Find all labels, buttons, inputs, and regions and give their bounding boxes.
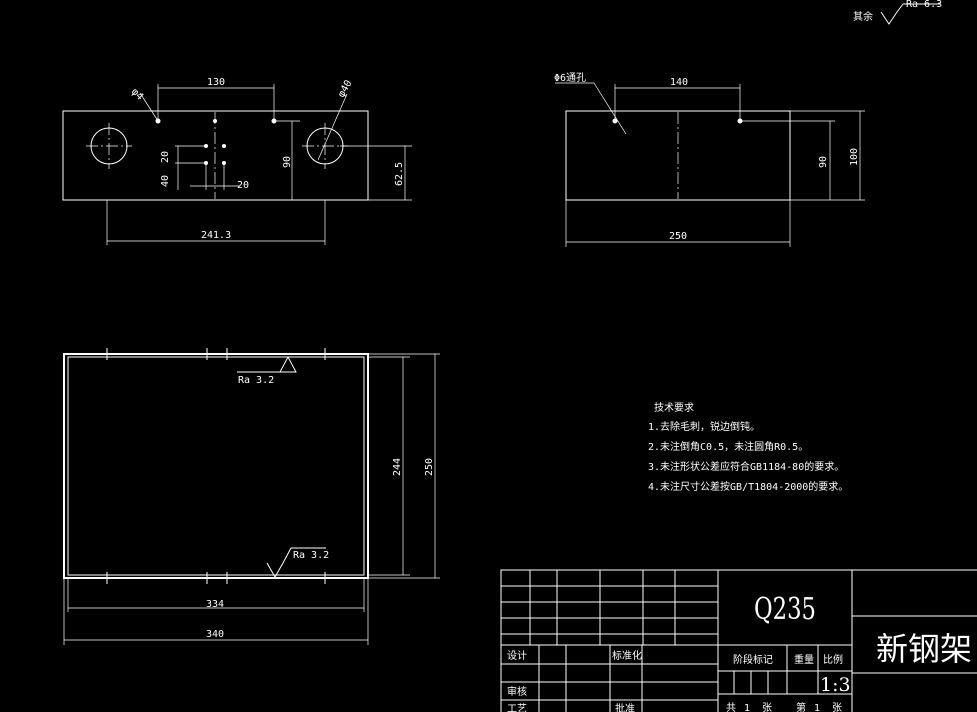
dim-40: 40 [160, 175, 171, 187]
default-roughness-value: Ra 6.3 [906, 0, 942, 10]
label-stage-mark: 阶段标记 [733, 653, 773, 666]
label-phi4: φ4 [129, 86, 145, 102]
total-count: 1 [744, 703, 750, 712]
label-process: 工艺 [507, 703, 527, 712]
roughness-symbol-icon [279, 355, 297, 373]
note-item-1: 1.去除毛刺，锐边倒钝。 [648, 420, 760, 433]
label-weight: 重量 [794, 653, 814, 666]
dim-140: 140 [670, 77, 688, 88]
label-design: 设计 [507, 649, 527, 662]
label-phi40: φ40 [336, 78, 355, 99]
roughness-symbol-icon [880, 3, 904, 25]
label-review: 审核 [507, 685, 527, 698]
part-outline [63, 353, 369, 579]
label-standardize: 标准化 [612, 649, 642, 662]
total-prefix: 共 [726, 702, 736, 712]
page-prefix: 第 [796, 701, 806, 712]
technical-notes: 技术要求 1.去除毛刺，锐边倒钝。 2.未注倒角C0.5，未注圆角R0.5。 3… [648, 401, 848, 493]
dim-62-5: 62.5 [394, 162, 405, 186]
title-block: 设计 标准化 审核 工艺 批准 Q235 阶段标记 重量 比例 1:3 共 1 … [500, 569, 977, 712]
dim-250: 250 [669, 231, 687, 242]
roughness-symbol-icon [266, 547, 292, 579]
title-block-frame [500, 569, 977, 712]
dim-334: 334 [206, 599, 224, 610]
roughness-bottom: Ra 3.2 [293, 550, 329, 561]
part-outline [565, 110, 791, 201]
scale-value: 1:3 [820, 674, 851, 696]
dim-20-horizontal: 20 [237, 180, 249, 191]
dim-90: 90 [282, 156, 293, 168]
dim-244: 244 [392, 458, 403, 476]
dim-130: 130 [207, 77, 225, 88]
dim-250: 250 [424, 458, 435, 476]
inner-outline [67, 356, 365, 576]
dim-90: 90 [818, 156, 829, 168]
dim-241-3: 241.3 [201, 230, 231, 241]
default-roughness-label: 其余 [853, 10, 873, 23]
dim-340: 340 [206, 629, 224, 640]
roughness-top: Ra 3.2 [238, 375, 274, 386]
total-unit: 张 [762, 702, 772, 712]
notes-title: 技术要求 [654, 401, 694, 414]
page-unit: 张 [832, 702, 842, 712]
leader-line [593, 82, 627, 135]
view-top-right: Φ6通孔 140 90 100 250 [554, 72, 865, 247]
label-approve: 批准 [615, 702, 635, 712]
dim-20-vertical: 20 [160, 151, 171, 163]
part-name: 新钢架 [876, 630, 972, 668]
default-roughness: 其余 Ra 6.3 [853, 0, 942, 25]
leader-line [317, 93, 348, 161]
label-through-hole: Φ6通孔 [554, 72, 586, 84]
hole-small [222, 144, 226, 148]
note-item-2: 2.未注倒角C0.5，未注圆角R0.5。 [648, 440, 808, 453]
material: Q235 [754, 592, 816, 627]
page-count: 1 [814, 703, 820, 712]
dim-100: 100 [849, 148, 860, 166]
view-top-left: 130 φ4 φ40 90 62.5 241.3 40 20 20 [62, 77, 412, 245]
leader-line [139, 92, 159, 122]
part-outline [62, 110, 369, 201]
label-scale: 比例 [823, 653, 843, 666]
view-bottom: Ra 3.2 Ra 3.2 244 250 334 340 [63, 348, 440, 645]
note-item-3: 3.未注形状公差应符合GB1184-80的要求。 [648, 460, 844, 473]
note-item-4: 4.未注尺寸公差按GB/T1804-2000的要求。 [648, 480, 848, 493]
